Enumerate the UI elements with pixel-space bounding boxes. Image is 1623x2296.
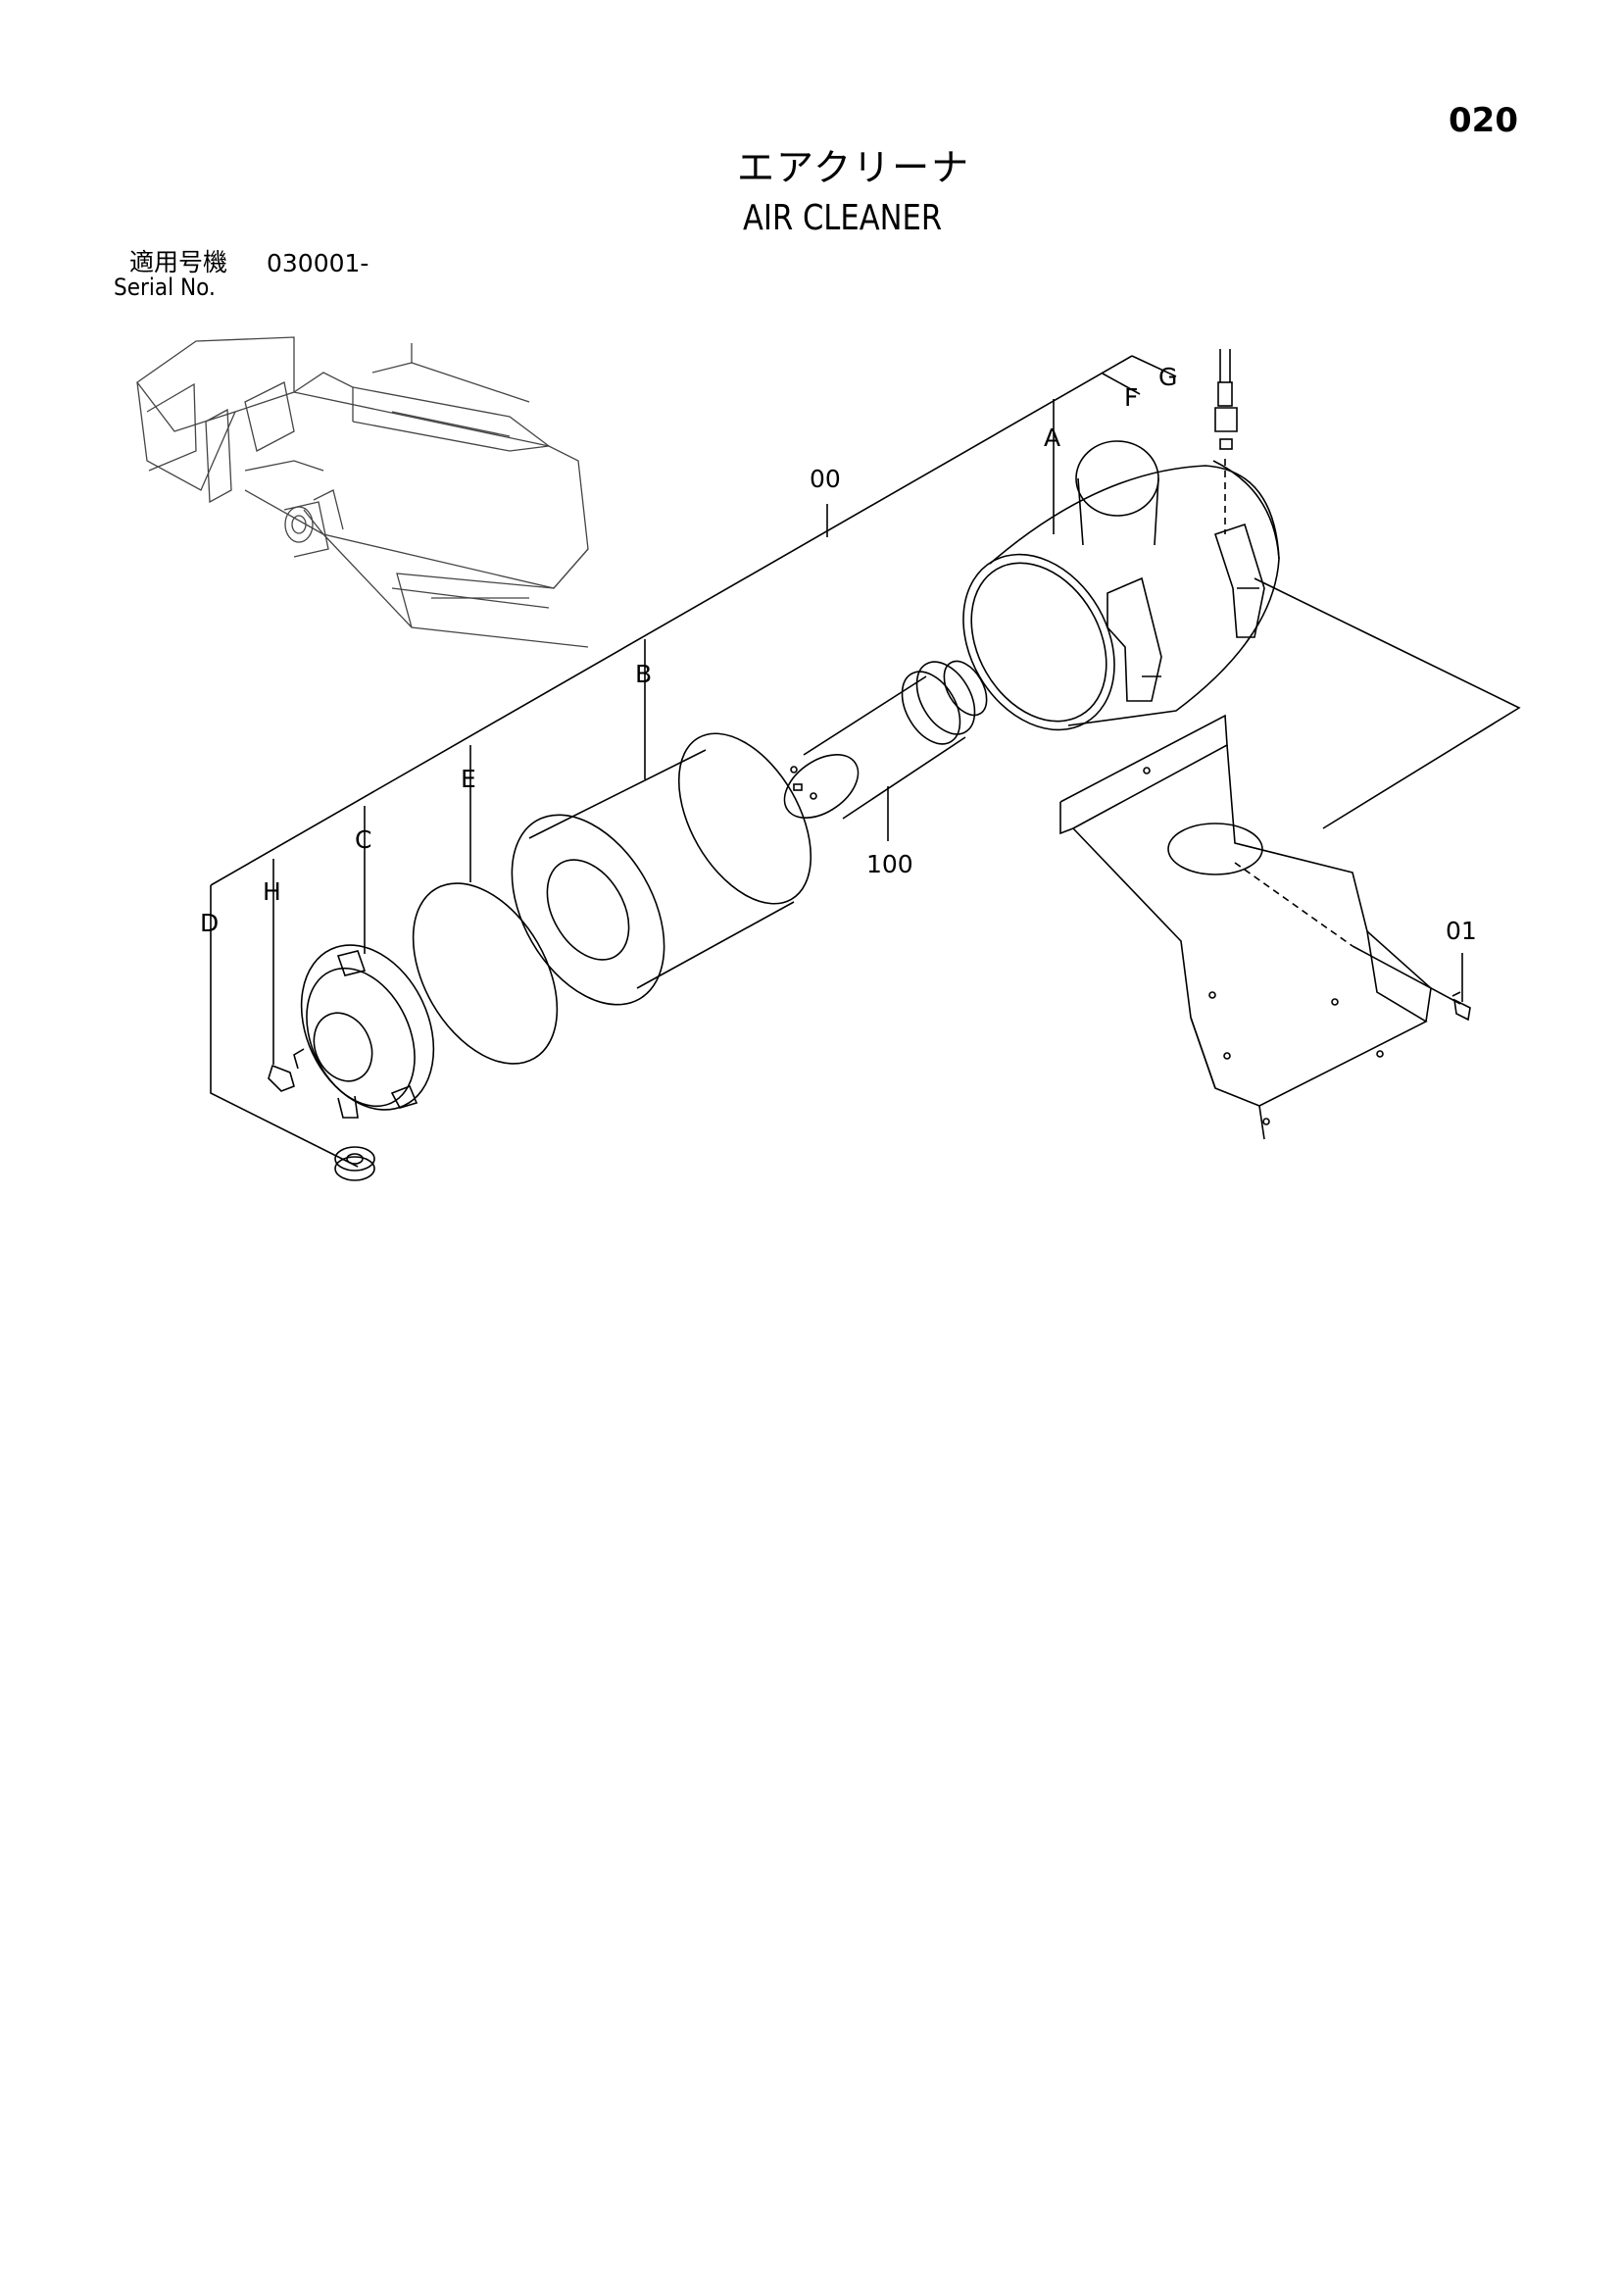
retaining-clip bbox=[268, 1064, 295, 1092]
callout-100: 100 bbox=[866, 850, 913, 878]
mounting-bracket bbox=[1059, 714, 1432, 1140]
callout-e: E bbox=[461, 765, 476, 793]
page-title-japanese: エアクリーナ bbox=[737, 146, 971, 189]
main-filter-element bbox=[511, 732, 812, 1006]
dust-valve bbox=[334, 1146, 375, 1181]
callout-h: H bbox=[263, 877, 281, 906]
callout-00: 00 bbox=[810, 465, 841, 493]
serial-range: 030001- bbox=[267, 249, 369, 277]
callout-leader-lines bbox=[210, 355, 1521, 1168]
serial-label-english: Serial No. bbox=[114, 274, 216, 301]
end-cover bbox=[293, 944, 435, 1119]
page-number: 020 bbox=[1449, 101, 1518, 140]
callout-d: D bbox=[200, 909, 219, 937]
mounting-bolt bbox=[1451, 991, 1471, 1022]
callout-01: 01 bbox=[1446, 917, 1477, 945]
callout-c: C bbox=[355, 825, 371, 854]
page-title-english: AIR CLEANER bbox=[743, 198, 943, 238]
callout-g: G bbox=[1158, 363, 1177, 391]
serial-label-japanese: 適用号機 bbox=[129, 248, 228, 276]
restriction-indicator bbox=[1214, 349, 1238, 450]
safety-element bbox=[783, 660, 988, 820]
callout-b: B bbox=[635, 660, 652, 688]
callout-f: F bbox=[1124, 383, 1138, 412]
excavator-location-drawing bbox=[136, 336, 589, 648]
callout-a: A bbox=[1044, 424, 1060, 452]
gasket bbox=[412, 882, 559, 1065]
